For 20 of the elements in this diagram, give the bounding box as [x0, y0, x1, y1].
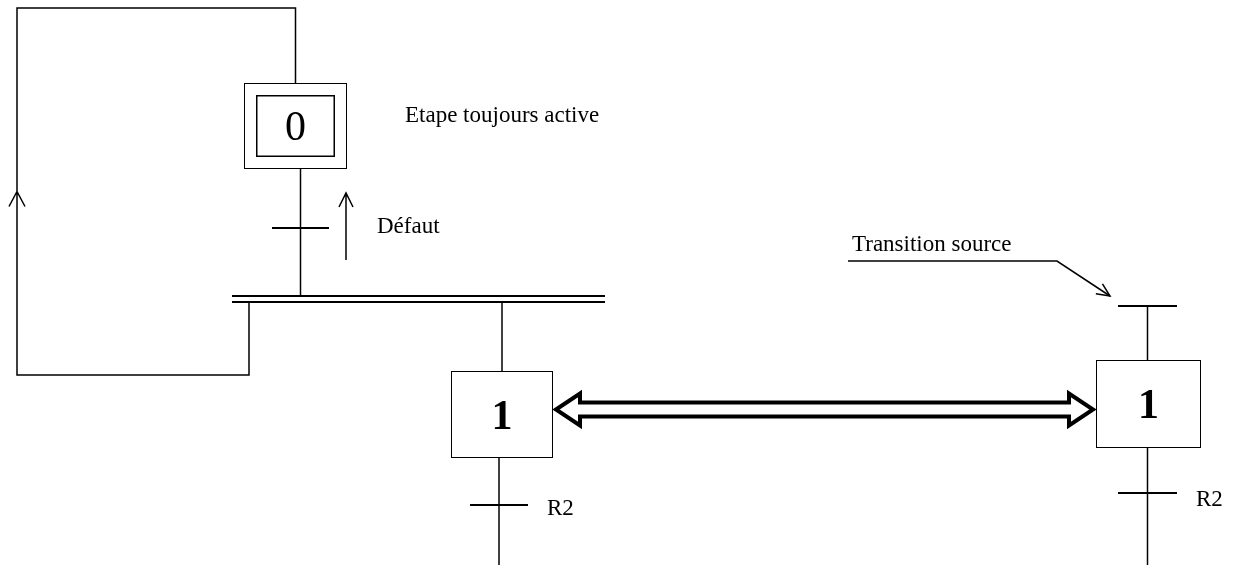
parallel-divergence-bar: [232, 295, 605, 303]
double-arrow: [552, 389, 1097, 430]
initial-step-box: 0: [244, 83, 347, 169]
connector-line: [1146, 306, 1149, 361]
leader-text: Transition source: [852, 230, 1067, 258]
connector-line: [299, 168, 302, 228]
connector-line: [299, 228, 302, 296]
transition-condition: R2: [1196, 485, 1223, 513]
connector-line: [1146, 447, 1149, 493]
step-box: 1: [1096, 360, 1201, 448]
step-comment: Etape toujours active: [405, 101, 600, 129]
connector-line: [1146, 493, 1149, 565]
leader-line: [847, 260, 1111, 297]
connector-line: [498, 505, 500, 565]
connector-line: [501, 302, 503, 372]
connector-line: [498, 457, 500, 505]
transition-condition: Défaut: [377, 212, 440, 240]
step-box: 1: [451, 371, 553, 458]
loop-back-arrow: [8, 7, 297, 376]
transition-condition: R2: [547, 494, 574, 522]
